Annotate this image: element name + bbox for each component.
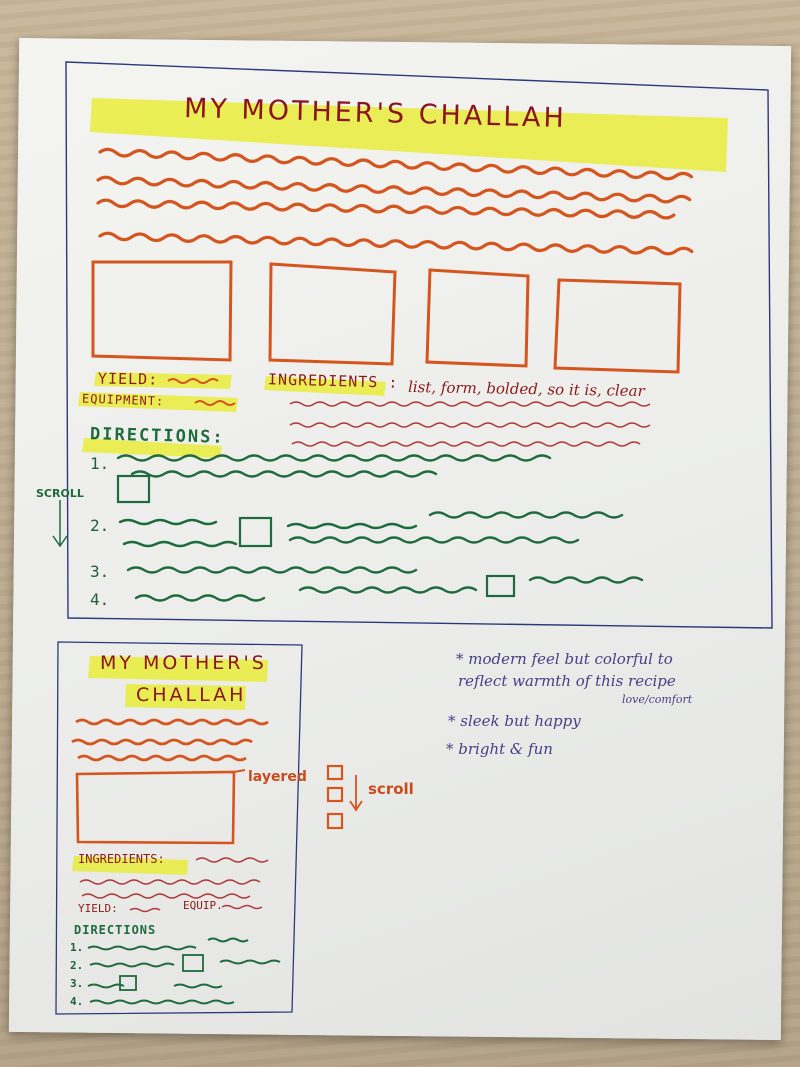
design-note-line: love/comfort (622, 693, 693, 706)
mobile-description-squiggles (71, 718, 269, 762)
ingredients-label: INGREDIENTS : (267, 370, 399, 392)
equipment-label: EQUIPMENT: (81, 391, 165, 409)
yield-equip-squiggles (167, 378, 236, 406)
step-number: 1. (90, 454, 110, 473)
design-note-line: * bright & fun (446, 740, 553, 758)
image-placeholders (91, 260, 682, 374)
mobile-title-line2: CHALLAH (136, 684, 247, 706)
scroll-arrow-icon (52, 500, 68, 548)
design-note-line: * sleek but happy (448, 712, 581, 730)
mobile-frame (55, 641, 303, 1015)
mobile-step-number: 1. (70, 941, 84, 954)
mobile-yield-label: YIELD: (78, 902, 118, 915)
mobile-step-number: 3. (70, 977, 84, 990)
yield-label: YIELD: (97, 369, 159, 389)
mobile-image-placeholder (75, 770, 236, 845)
mobile-ingredient-lines (79, 857, 269, 913)
mobile-direction-lines (87, 937, 281, 1005)
mobile-carousel-boxes (326, 764, 344, 830)
mobile-directions-label: DIRECTIONS (74, 923, 157, 937)
mobile-ingredients-label: INGREDIENTS: (78, 852, 165, 866)
desktop-frame (65, 61, 773, 629)
mobile-equip-label: EQUIP. (183, 899, 223, 912)
ingredients-note: list, form, bolded, so it is, clear (407, 377, 645, 401)
desktop-scroll-label: SCROLL (36, 487, 84, 500)
mobile-title-line1: MY MOTHER'S (100, 652, 267, 674)
design-note-line: reflect warmth of this recipe (458, 672, 676, 690)
directions-label: DIRECTIONS: (89, 424, 225, 448)
step-number: 2. (90, 516, 110, 535)
description-squiggles (96, 147, 694, 256)
mobile-step-number: 2. (70, 959, 84, 972)
title-highlight (90, 98, 728, 172)
mobile-scroll-arrow-icon (349, 775, 363, 812)
mobile-step-number: 4. (70, 995, 84, 1008)
direction-lines (116, 454, 644, 602)
design-note-line: * modern feel but colorful to (456, 650, 673, 668)
mobile-scroll-label: scroll (368, 780, 414, 798)
ingredient-lines (289, 401, 651, 447)
layered-label: layered (248, 769, 307, 785)
step-number: 3. (90, 562, 110, 581)
direction-step-images (116, 474, 516, 598)
step-number: 4. (90, 590, 110, 609)
